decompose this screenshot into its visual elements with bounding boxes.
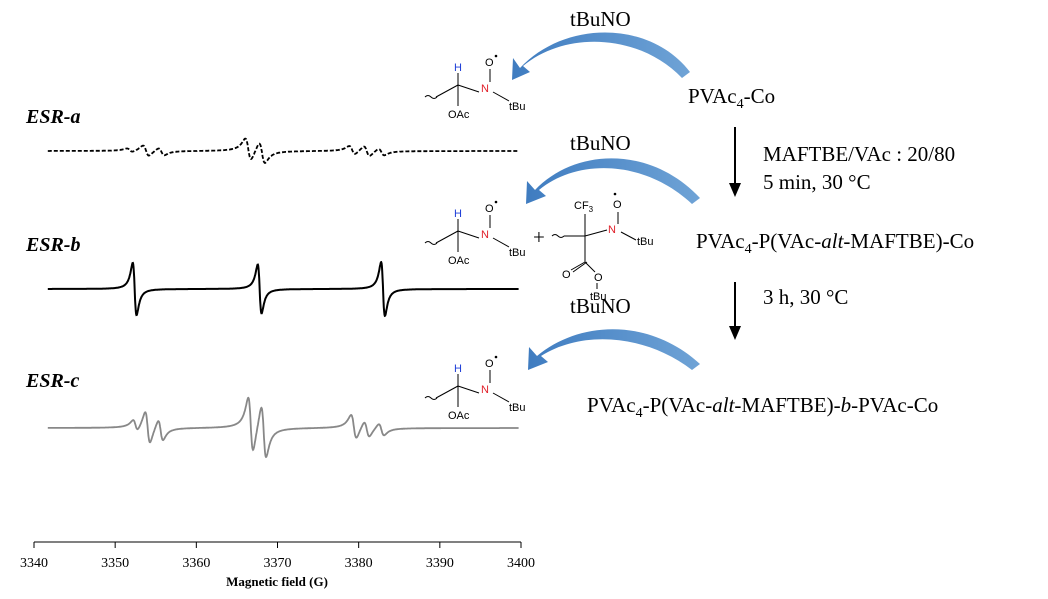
adduct-structure-b2: CF3 N O tBu O O tBu — [551, 192, 654, 303]
svg-text:tBu: tBu — [637, 236, 654, 248]
species-block-copolymer-co: PVAc4-P(VAc-alt-MAFTBE)-b-PVAc-Co — [587, 393, 938, 421]
series-line-esr-b — [47, 260, 519, 318]
svg-text:tBu: tBu — [509, 402, 526, 414]
step-arrow-1 — [729, 127, 741, 197]
esr-traces — [47, 137, 519, 459]
x-axis: 3340 3350 3360 3370 3380 3390 3400 — [20, 541, 535, 571]
svg-text:CF3: CF3 — [574, 200, 594, 214]
svg-text:H: H — [454, 208, 462, 220]
svg-text:OAc: OAc — [448, 410, 470, 422]
step2-conditions: 3 h, 30 °C — [763, 285, 848, 309]
x-tick-label: 3360 — [182, 556, 210, 571]
reagent-tbuno-top: tBuNO — [570, 7, 631, 31]
x-tick-label: 3340 — [20, 556, 48, 571]
svg-text:O: O — [485, 358, 494, 370]
svg-text:tBu: tBu — [509, 101, 526, 113]
svg-text:N: N — [608, 224, 616, 236]
series-label-esr-c: ESR-c — [25, 370, 79, 392]
svg-text:H: H — [454, 62, 462, 74]
adduct-structure-b1: H N O tBu OAc — [424, 200, 526, 267]
plus-sign: + — [533, 225, 545, 249]
step-arrow-2 — [729, 282, 741, 340]
tbuno-arrow-bot — [528, 329, 700, 370]
x-axis-label: Magnetic field (G) — [226, 574, 328, 589]
svg-text:O: O — [613, 199, 622, 211]
svg-text:tBu: tBu — [590, 291, 607, 303]
species-pvac4-co: PVAc4-Co — [688, 84, 775, 112]
x-tick-label: 3350 — [101, 556, 129, 571]
series-label-esr-a: ESR-a — [25, 106, 80, 128]
series-line-esr-a — [47, 137, 519, 164]
svg-text:OAc: OAc — [448, 109, 470, 121]
x-tick-label: 3400 — [507, 556, 535, 571]
svg-text:O: O — [485, 57, 494, 69]
svg-text:N: N — [481, 384, 489, 396]
tbuno-arrow-top — [512, 32, 690, 80]
x-tick-label: 3370 — [264, 556, 292, 571]
svg-text:H: H — [454, 363, 462, 375]
svg-text:O: O — [485, 203, 494, 215]
svg-text:OAc: OAc — [448, 255, 470, 267]
adduct-structure-c: H N O tBu OAc — [424, 355, 526, 422]
svg-text:O: O — [594, 272, 603, 284]
step1-conditions-time: 5 min, 30 °C — [763, 170, 871, 194]
series-line-esr-c — [47, 396, 519, 459]
series-label-esr-b: ESR-b — [25, 234, 80, 256]
reagent-tbuno-bot: tBuNO — [570, 294, 631, 318]
svg-text:N: N — [481, 229, 489, 241]
svg-text:O: O — [562, 269, 571, 281]
svg-text:N: N — [481, 83, 489, 95]
svg-text:tBu: tBu — [509, 247, 526, 259]
tbuno-arrow-mid — [526, 158, 700, 204]
x-tick-label: 3380 — [345, 556, 373, 571]
x-tick-label: 3390 — [426, 556, 454, 571]
step1-conditions-ratio: MAFTBE/VAc : 20/80 — [763, 142, 955, 166]
adduct-structure-a: H N O tBu OAc — [424, 54, 526, 121]
reagent-tbuno-mid: tBuNO — [570, 131, 631, 155]
species-pvac4-p-vac-alt-maftbe-co: PVAc4-P(VAc-alt-MAFTBE)-Co — [696, 229, 974, 257]
